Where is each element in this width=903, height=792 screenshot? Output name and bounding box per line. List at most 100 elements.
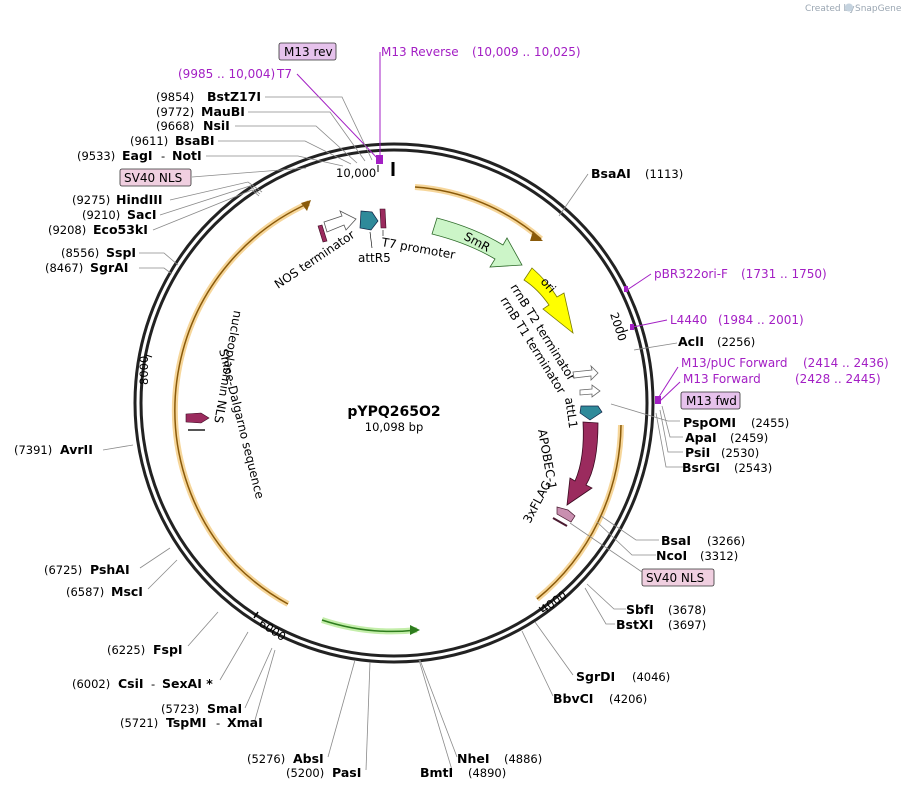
leader-acli bbox=[633, 342, 678, 351]
feature-attl1[interactable]: attL1 bbox=[562, 396, 603, 429]
m13rev-box[interactable] bbox=[278, 42, 337, 61]
enz-csii[interactable]: CsiI bbox=[118, 676, 144, 691]
leader-sgrai bbox=[139, 267, 173, 275]
enz-saci[interactable]: SacI bbox=[127, 207, 157, 222]
enz-bstxi[interactable]: BstXI bbox=[616, 617, 653, 632]
flag-label: 3xFLAG bbox=[520, 478, 554, 525]
t7-primer-range: (9985 .. 10,004) bbox=[178, 67, 275, 81]
enz-sgrdi[interactable]: SgrDI bbox=[576, 669, 615, 684]
enz-pos-csii: (6002) bbox=[72, 677, 110, 691]
enz-xmai[interactable]: XmaI bbox=[227, 715, 263, 730]
snapgene-watermark: Created by SnapGene bbox=[805, 3, 902, 14]
enz-pspomi[interactable]: PspOMI bbox=[683, 415, 736, 430]
m13fwd-name[interactable]: M13 Forward bbox=[683, 372, 761, 386]
enz-sspi[interactable]: SspI bbox=[106, 245, 136, 260]
feature-ori[interactable]: ori bbox=[523, 267, 574, 335]
backbone-inner-strand bbox=[139, 148, 649, 658]
m13puc-range: (2414 .. 2436) bbox=[803, 356, 889, 370]
feature-nucleoplasmin-nls[interactable]: nucleoplasmin NLS Shine-Dalgarno sequenc… bbox=[185, 309, 267, 500]
enz-sbfi[interactable]: SbfI bbox=[626, 602, 654, 617]
enz-nsii[interactable]: NsiI bbox=[203, 118, 230, 133]
enz-bsabi[interactable]: BsaBI bbox=[175, 133, 215, 148]
leader-eagi bbox=[206, 155, 344, 167]
tick-4000 bbox=[538, 606, 544, 613]
leader-bsai bbox=[600, 515, 659, 541]
enz-pasi[interactable]: PasI bbox=[332, 765, 361, 780]
snapgene-logo-icon bbox=[845, 3, 853, 12]
enz-bstz17i[interactable]: BstZ17I bbox=[207, 89, 261, 104]
enz-bsaai[interactable]: BsaAI bbox=[591, 166, 631, 181]
leader-nhei bbox=[419, 659, 458, 758]
enz-bmti[interactable]: BmtI bbox=[420, 765, 453, 780]
enz-pos-sgrai: (8467) bbox=[45, 261, 83, 275]
leader-avrii bbox=[102, 444, 134, 451]
attr5-leader bbox=[369, 231, 373, 249]
leader-absi bbox=[327, 659, 356, 758]
enz-hindiii[interactable]: HindIII bbox=[116, 192, 163, 207]
sv40-bottom-leader bbox=[569, 522, 643, 573]
t7-primer-name[interactable]: T7 bbox=[276, 67, 292, 81]
smr-label: SmR bbox=[462, 229, 493, 254]
enz-apai[interactable]: ApaI bbox=[685, 430, 717, 445]
enz-pos-pshai: (6725) bbox=[44, 563, 82, 577]
enzyme-leaders bbox=[102, 96, 683, 771]
nos-label: NOS terminator bbox=[272, 227, 358, 291]
enz-pos-bmti: (4890) bbox=[468, 766, 506, 780]
rrnb-t2-arrow bbox=[572, 364, 599, 381]
l4440-name[interactable]: L4440 bbox=[670, 313, 707, 327]
tick-2000 bbox=[621, 329, 629, 333]
t7-promoter-marker bbox=[379, 208, 387, 229]
enz-pos-fspi: (6225) bbox=[107, 643, 145, 657]
m13puc-name[interactable]: M13/pUC Forward bbox=[681, 356, 788, 370]
enz-msci[interactable]: MscI bbox=[111, 584, 143, 599]
enz-tspmi[interactable]: TspMI bbox=[166, 715, 206, 730]
plasmid-length: 10,098 bp bbox=[365, 420, 424, 434]
enz-pshai[interactable]: PshAI bbox=[90, 562, 130, 577]
tick-label-10000: 10,000 bbox=[336, 166, 376, 180]
tick-8000 bbox=[145, 354, 153, 358]
enzymes-left: (9854) BstZ17I (9772) MauBI (9668) NsiI … bbox=[14, 89, 361, 780]
feature-3xflag[interactable]: 3xFLAG bbox=[520, 478, 576, 527]
sv40-box-top[interactable] bbox=[119, 168, 192, 187]
enz-nhei[interactable]: NheI bbox=[457, 751, 490, 766]
attl1-shape bbox=[579, 405, 603, 421]
leader-bstz17i bbox=[265, 96, 373, 161]
pbr-name[interactable]: pBR322ori-F bbox=[654, 267, 728, 281]
enz-pos-pasi: (5200) bbox=[286, 766, 324, 780]
enz-bsrgi[interactable]: BsrGI bbox=[682, 460, 720, 475]
enz-maubi[interactable]: MauBI bbox=[201, 104, 245, 119]
enz-eco53ki[interactable]: Eco53kI bbox=[93, 222, 148, 237]
enz-psii[interactable]: PsiI bbox=[685, 445, 710, 460]
enz-avrii[interactable]: AvrII bbox=[60, 442, 93, 457]
leader-maubi bbox=[248, 111, 366, 162]
enz-sgrai[interactable]: SgrAI bbox=[90, 260, 128, 275]
plasmid-name: pYPQ265O2 bbox=[347, 404, 440, 420]
enz-smai[interactable]: SmaI bbox=[207, 701, 242, 716]
enz-sexai[interactable]: SexAI * bbox=[162, 676, 213, 691]
enz-absi[interactable]: AbsI bbox=[293, 751, 324, 766]
sv40-box-bottom[interactable] bbox=[641, 568, 715, 587]
leader-smai bbox=[244, 647, 273, 709]
leader-bmti bbox=[418, 659, 453, 771]
feature-attr5[interactable]: attR5 bbox=[358, 210, 391, 265]
enz-noti[interactable]: NotI bbox=[172, 148, 202, 163]
apobec-arrow bbox=[566, 421, 599, 506]
orf-arc-top bbox=[414, 186, 542, 240]
enz-eagi[interactable]: EagI bbox=[122, 148, 153, 163]
enz-ncoi[interactable]: NcoI bbox=[656, 548, 687, 563]
m13fwd-box[interactable] bbox=[680, 391, 741, 410]
m13reverse-name[interactable]: M13 Reverse bbox=[381, 45, 459, 59]
enz-fspi[interactable]: FspI bbox=[153, 642, 183, 657]
leader-eco53ki bbox=[152, 189, 260, 231]
enz-pos-smai: (5723) bbox=[161, 702, 199, 716]
leader-tspmi bbox=[254, 649, 276, 721]
enz-acli[interactable]: AclI bbox=[678, 334, 704, 349]
enz-bsai[interactable]: BsaI bbox=[661, 533, 691, 548]
feature-nos-terminator[interactable]: NOS terminator bbox=[272, 210, 358, 291]
leader-sspi bbox=[139, 252, 179, 266]
enz-pos-tspmi: (5721) bbox=[120, 716, 158, 730]
leader-bsabi bbox=[218, 140, 352, 165]
enz-bbvci[interactable]: BbvCI bbox=[553, 691, 593, 706]
tick-label-2000: 2000 bbox=[607, 311, 629, 343]
